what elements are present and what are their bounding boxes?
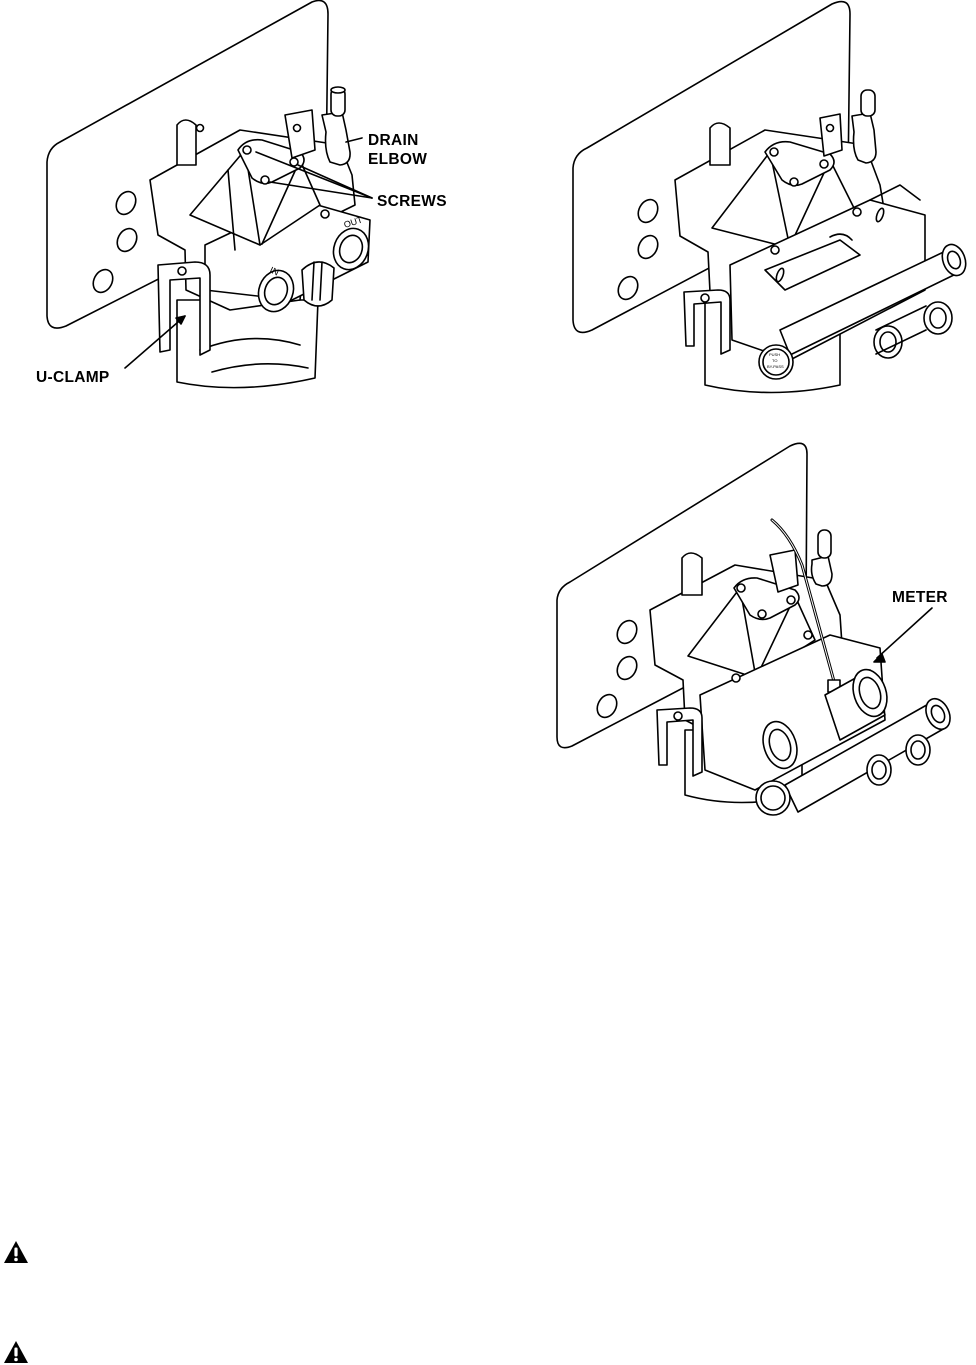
elbow-label: ELBOW <box>368 150 427 169</box>
warning-triangle-icon <box>3 1340 29 1364</box>
drain-label: DRAIN <box>368 131 419 150</box>
knob-text-2: TO <box>772 358 777 363</box>
u-clamp-label: U-CLAMP <box>36 368 110 387</box>
screws-label: SCREWS <box>377 192 447 211</box>
valve-diagram-bypass-installed: PUSH TO BY-PASS <box>540 0 976 410</box>
knob-text-3: BY-PASS <box>767 364 784 369</box>
warning-triangle-icon <box>3 1240 29 1264</box>
meter-label: METER <box>892 588 948 607</box>
knob-text-1: PUSH <box>769 352 780 357</box>
valve-diagram-meter-installed <box>540 440 976 840</box>
